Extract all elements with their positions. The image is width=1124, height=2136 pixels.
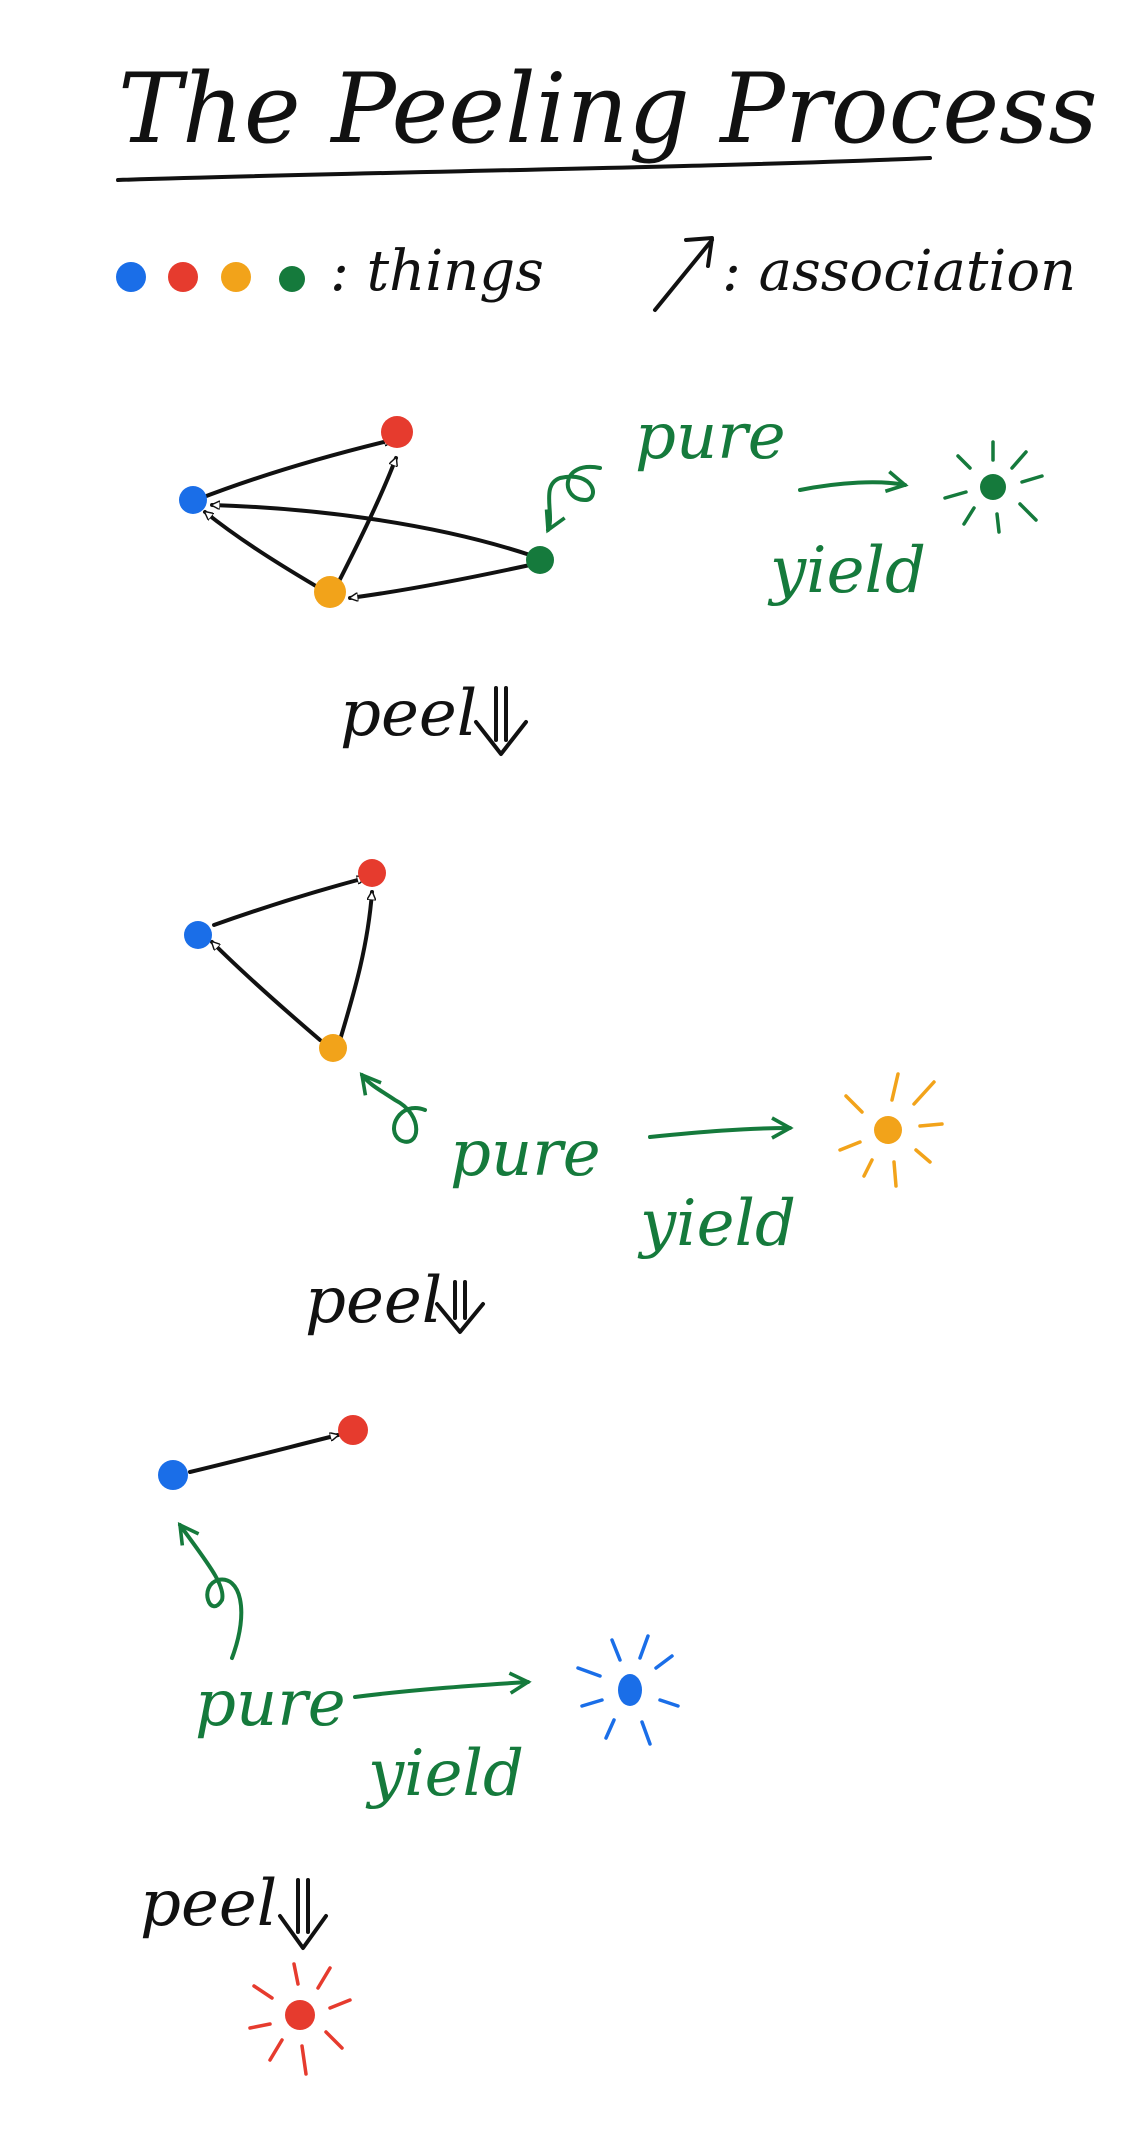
stage-3-graph <box>158 1415 368 1490</box>
legend: : things : association <box>116 236 1076 312</box>
stage-3-peel-label: peel <box>140 1867 277 1941</box>
stage-1-yield-arrow <box>798 470 909 493</box>
stage-1-yielded-sun-icon <box>943 440 1044 534</box>
stage-1-pure-label: pure <box>635 400 786 474</box>
stage-2-edges <box>210 878 372 1042</box>
edge-blue-to-red <box>194 440 394 502</box>
stage-1-peel-label: peel <box>340 677 477 751</box>
node-red <box>381 416 413 448</box>
legend-arrow-icon <box>653 236 714 312</box>
edge-orange-to-blue <box>203 510 328 594</box>
stage-2-peel-label: peel <box>305 1264 442 1338</box>
stage-3-pure-pointer <box>177 1521 244 1660</box>
node-green <box>526 546 554 574</box>
stage-2-pure-pointer <box>359 1072 427 1144</box>
stage-1-edges <box>194 440 532 598</box>
stage-2-yield-label: yield <box>637 1187 796 1261</box>
node-orange <box>314 576 346 608</box>
edge-green-to-orange <box>348 563 532 598</box>
stage-2-peel-arrow-icon <box>435 1280 485 1334</box>
node-red <box>358 859 386 887</box>
legend-dot-red <box>168 262 198 292</box>
stage-1-graph <box>179 416 554 608</box>
stage-3-peel-arrow-icon <box>278 1878 328 1950</box>
title-underline <box>116 156 932 182</box>
edge-orange-to-blue <box>210 940 322 1042</box>
stage-2-yielded-sun-icon <box>838 1072 944 1188</box>
stage-2-yield-arrow <box>648 1116 794 1140</box>
node-red <box>338 1415 368 1445</box>
final-yielded-sun-icon <box>248 1962 352 2076</box>
legend-dot-orange <box>221 262 251 292</box>
stage-2-pure-label: pure <box>450 1117 601 1191</box>
stage-3-pure-label: pure <box>195 1667 346 1741</box>
edge-orange-to-red <box>330 458 396 597</box>
edge-orange-to-red <box>338 890 372 1042</box>
stage-2-graph <box>184 859 386 1062</box>
edge-green-to-blue <box>210 505 532 557</box>
stage-3-yielded-sun-icon <box>576 1634 680 1746</box>
node-blue <box>179 486 207 514</box>
stage-1-peel-arrow-icon <box>474 686 528 756</box>
stage-3-yield-arrow <box>353 1671 532 1699</box>
edge-blue-to-red <box>212 878 365 927</box>
node-blue <box>184 921 212 949</box>
node-orange <box>319 1034 347 1062</box>
stage-1-pure-pointer <box>544 464 602 534</box>
legend-dot-green <box>279 266 305 292</box>
legend-association-label: : association <box>722 239 1076 304</box>
stage-3-yield-label: yield <box>365 1737 524 1811</box>
page-title: The Peeling Process <box>118 53 1098 165</box>
legend-things-label: : things <box>330 239 544 304</box>
legend-dot-blue <box>116 262 146 292</box>
stage-1-yield-label: yield <box>767 534 926 608</box>
edge-blue-to-red <box>188 1435 340 1474</box>
node-blue <box>158 1460 188 1490</box>
